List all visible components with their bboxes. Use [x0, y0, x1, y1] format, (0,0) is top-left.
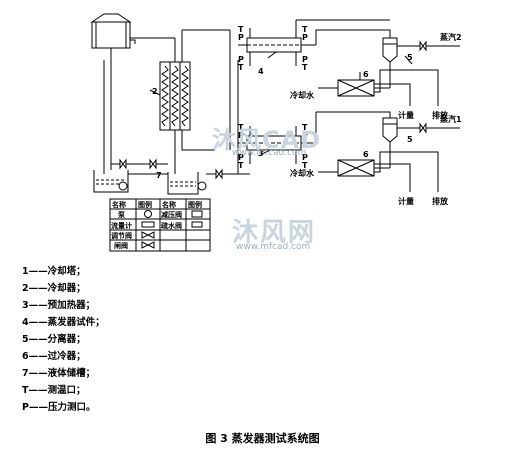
legend-item: 2——冷却器；	[22, 283, 86, 294]
evaporator-test-piece	[238, 28, 316, 66]
label-discharge-upper: 排放	[432, 110, 449, 120]
label-T-heater-right: T	[302, 123, 308, 132]
label-metering-lower: 计量	[398, 196, 414, 206]
table-cell-gate-valve: 闸阀	[114, 241, 128, 250]
legend-item: 4——蒸发器试件；	[22, 317, 105, 328]
cooler	[149, 61, 191, 131]
label-P-heater-bottom-right: P	[302, 153, 308, 162]
watermark-url-mid: www.mfcad.com	[236, 242, 311, 252]
table-header-name-1: 名称	[112, 200, 126, 209]
figure-caption: 图 3 蒸发器测试系统图	[205, 432, 320, 445]
liquid-tank-right	[167, 172, 207, 195]
table-cell-regulating-valve: 调节阀	[111, 231, 132, 240]
legend-item: 3——预加热器；	[22, 300, 96, 311]
label-P-heater-right: P	[302, 131, 308, 140]
label-P-heater-left: P	[238, 131, 244, 140]
label-T-heater-bottom-left: T	[238, 161, 244, 170]
symbol-table-frame	[109, 198, 211, 252]
label-T-evap-right: T	[302, 25, 308, 34]
label-P-evap-right: P	[302, 33, 308, 42]
legend-item: 7——液体储槽；	[22, 368, 96, 379]
label-T-heater-bottom-right: T	[302, 161, 308, 170]
watermark-logo-top: 沐风CAD	[212, 126, 322, 154]
label-metering-upper: 计量	[398, 110, 414, 120]
cooling-tower	[90, 13, 136, 49]
label-T-evap-bottom-left: T	[238, 63, 244, 72]
pre-heater	[238, 126, 316, 164]
table-cell-pump: 泵	[117, 210, 125, 219]
label-P-evap-left: P	[238, 33, 244, 42]
label-T-evap-left: T	[238, 25, 244, 34]
label-4: 4	[258, 67, 264, 76]
label-T-heater-left: T	[238, 123, 244, 132]
legend-item: 1——冷却塔；	[22, 266, 86, 277]
label-cooling-water-upper: 冷却水	[290, 90, 315, 100]
label-discharge-lower: 排放	[432, 196, 449, 206]
table-header-legend-1: 图例	[138, 200, 152, 209]
separator-upper	[382, 37, 460, 80]
label-7: 7	[156, 171, 162, 180]
subcooler-lower	[318, 151, 439, 192]
label-5-lower: 5	[407, 135, 413, 144]
liquid-tank-left	[93, 170, 129, 193]
separator-lower	[315, 111, 460, 160]
label-steam-1: 蒸汽1	[440, 114, 462, 124]
label-P-heater-bottom-left: P	[238, 153, 244, 162]
legend-item: 6——过冷器；	[22, 351, 86, 362]
label-P-evap-bottom-left: P	[238, 55, 244, 64]
label-6-upper: 6	[363, 70, 369, 79]
table-cell-steam-trap: 疏水阀	[161, 221, 182, 230]
watermark-url-top: www.mfcad.com	[232, 148, 307, 158]
label-5-upper: 5	[407, 53, 413, 62]
label-T-evap-bottom-right: T	[302, 63, 308, 72]
table-header-legend-2: 图例	[188, 200, 202, 209]
legend-item: T——测温口；	[22, 385, 86, 396]
table-cell-flowmeter: 流量计	[111, 221, 132, 230]
watermark-logo-mid: 沐风网	[232, 218, 317, 248]
subcooler-upper	[318, 69, 439, 106]
legend-item: 5——分离器；	[22, 334, 86, 345]
legend-item: P——压力测口。	[22, 402, 96, 413]
label-2: 2	[152, 87, 158, 96]
table-cell-pressure-reducing-valve: 减压阀	[161, 210, 182, 219]
label-3: 3	[258, 149, 264, 158]
label-P-evap-bottom-right: P	[302, 55, 308, 64]
table-header-name-2: 名称	[162, 200, 176, 209]
label-steam-2: 蒸汽2	[440, 32, 462, 42]
label-cooling-water-lower: 冷却水	[290, 168, 315, 178]
label-6-lower: 6	[363, 150, 369, 159]
